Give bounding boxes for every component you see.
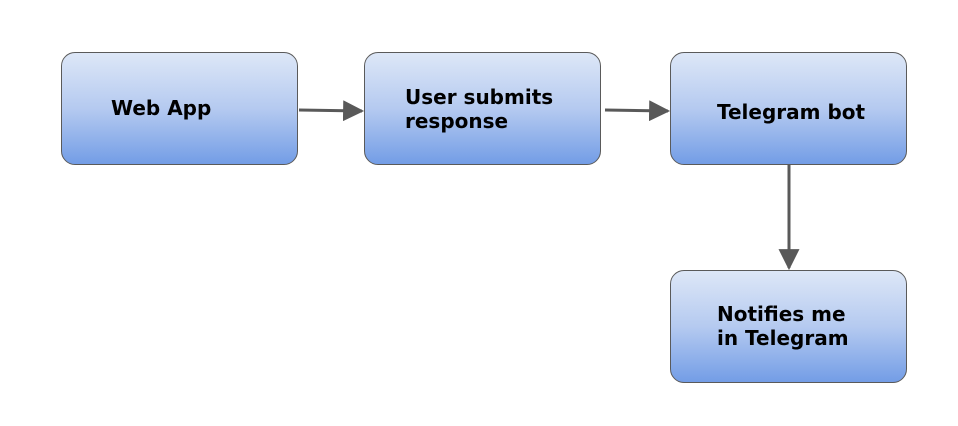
arrow-user-submits-to-telegram-bot — [604, 100, 671, 122]
node-web-app-label: Web App — [111, 96, 212, 120]
node-user-submits-response: User submits response — [364, 52, 601, 165]
node-web-app: Web App — [61, 52, 298, 165]
node-notifies-me-in-telegram-label: Notifies me in Telegram — [717, 302, 849, 350]
node-telegram-bot: Telegram bot — [670, 52, 907, 165]
node-notifies-me-in-telegram: Notifies me in Telegram — [670, 270, 907, 383]
node-telegram-bot-label: Telegram bot — [717, 100, 866, 124]
node-user-submits-response-label: User submits response — [405, 85, 554, 133]
arrow-web-app-to-user-submits — [298, 100, 365, 122]
